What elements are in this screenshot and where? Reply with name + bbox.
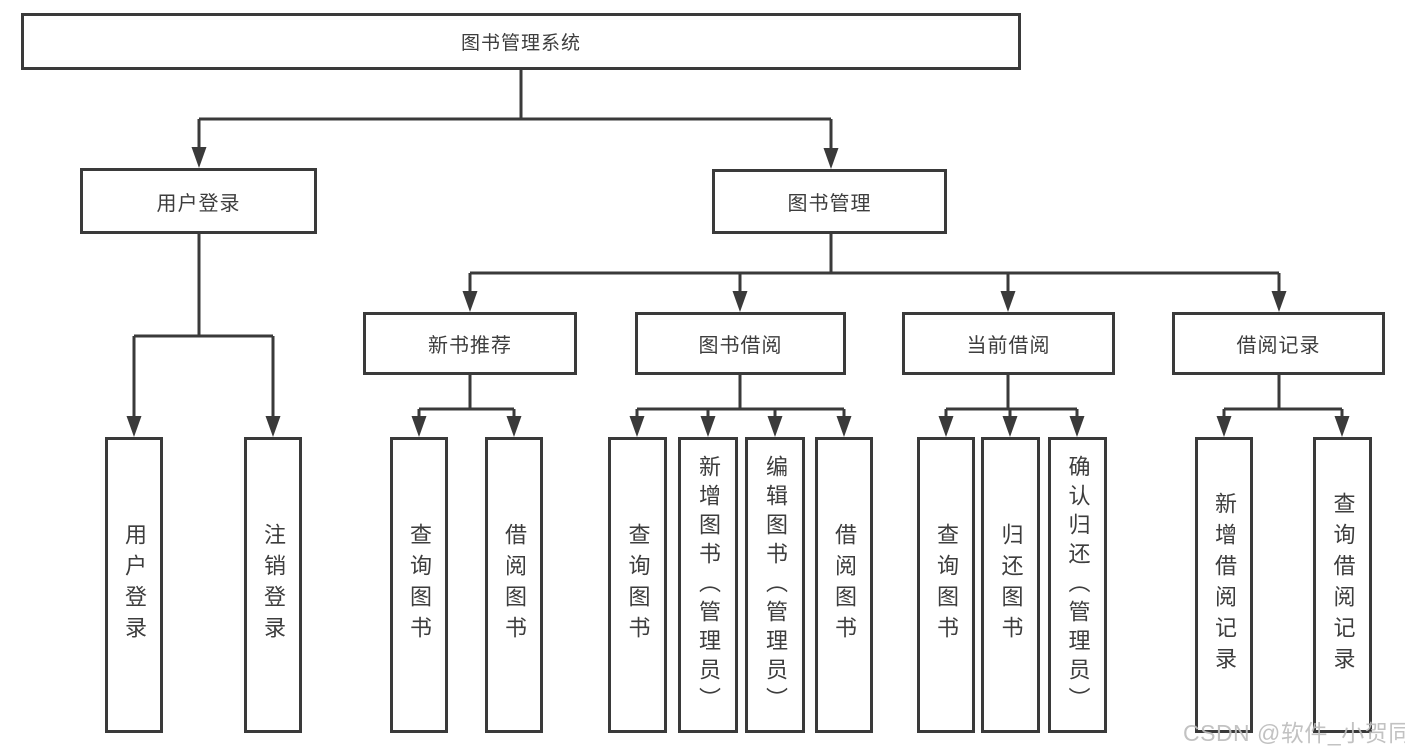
leaf-user-login: 用户登录 bbox=[105, 437, 163, 733]
leaf-borrow-books-recommend: 借阅图书 bbox=[485, 437, 543, 733]
node-library-system: 图书管理系统 bbox=[21, 13, 1021, 70]
node-current-borrow: 当前借阅 bbox=[902, 312, 1115, 375]
connector-current-borrow-children bbox=[938, 375, 1085, 437]
node-new-book-recommend-label: 新书推荐 bbox=[428, 335, 512, 357]
node-book-borrow-label: 图书借阅 bbox=[698, 335, 783, 357]
leaf-query-books-recommend: 查询图书 bbox=[390, 437, 448, 733]
leaf-query-borrow-record: 查询借阅记录 bbox=[1313, 437, 1372, 733]
node-book-management-label: 图书管理 bbox=[787, 193, 872, 215]
node-borrow-records: 借阅记录 bbox=[1172, 312, 1385, 375]
watermark: CSDN @软件_小贺同学 bbox=[1183, 720, 1405, 746]
leaf-return-books: 归还图书 bbox=[981, 437, 1040, 733]
leaf-edit-books-admin: 编辑图书（管理员） bbox=[745, 437, 805, 733]
connector-book-borrow-children bbox=[629, 375, 852, 437]
leaf-query-books-current: 查询图书 bbox=[917, 437, 975, 733]
leaf-confirm-return-admin: 确认归还（管理员） bbox=[1048, 437, 1107, 733]
leaf-add-books-admin: 新增图书（管理员） bbox=[678, 437, 738, 733]
node-book-management: 图书管理 bbox=[712, 169, 947, 234]
connector-book-mgmt-children bbox=[462, 234, 1287, 312]
node-current-borrow-label: 当前借阅 bbox=[966, 335, 1051, 357]
node-new-book-recommend: 新书推荐 bbox=[363, 312, 577, 375]
node-user-login-label: 用户登录 bbox=[156, 192, 241, 215]
leaf-borrow-books: 借阅图书 bbox=[815, 437, 873, 733]
node-borrow-records-label: 借阅记录 bbox=[1236, 335, 1321, 357]
connector-user-login-children bbox=[126, 234, 281, 437]
leaf-add-borrow-record: 新增借阅记录 bbox=[1195, 437, 1253, 733]
connector-borrow-records-children bbox=[1216, 375, 1350, 437]
leaf-query-books-borrow: 查询图书 bbox=[608, 437, 667, 733]
node-book-borrow: 图书借阅 bbox=[635, 312, 846, 375]
node-user-login: 用户登录 bbox=[80, 168, 317, 234]
connector-new-book-children bbox=[411, 375, 522, 437]
leaf-logout-login: 注销登录 bbox=[244, 437, 302, 733]
node-library-system-label: 图书管理系统 bbox=[460, 33, 581, 54]
connector-root-to-level2 bbox=[191, 70, 839, 169]
